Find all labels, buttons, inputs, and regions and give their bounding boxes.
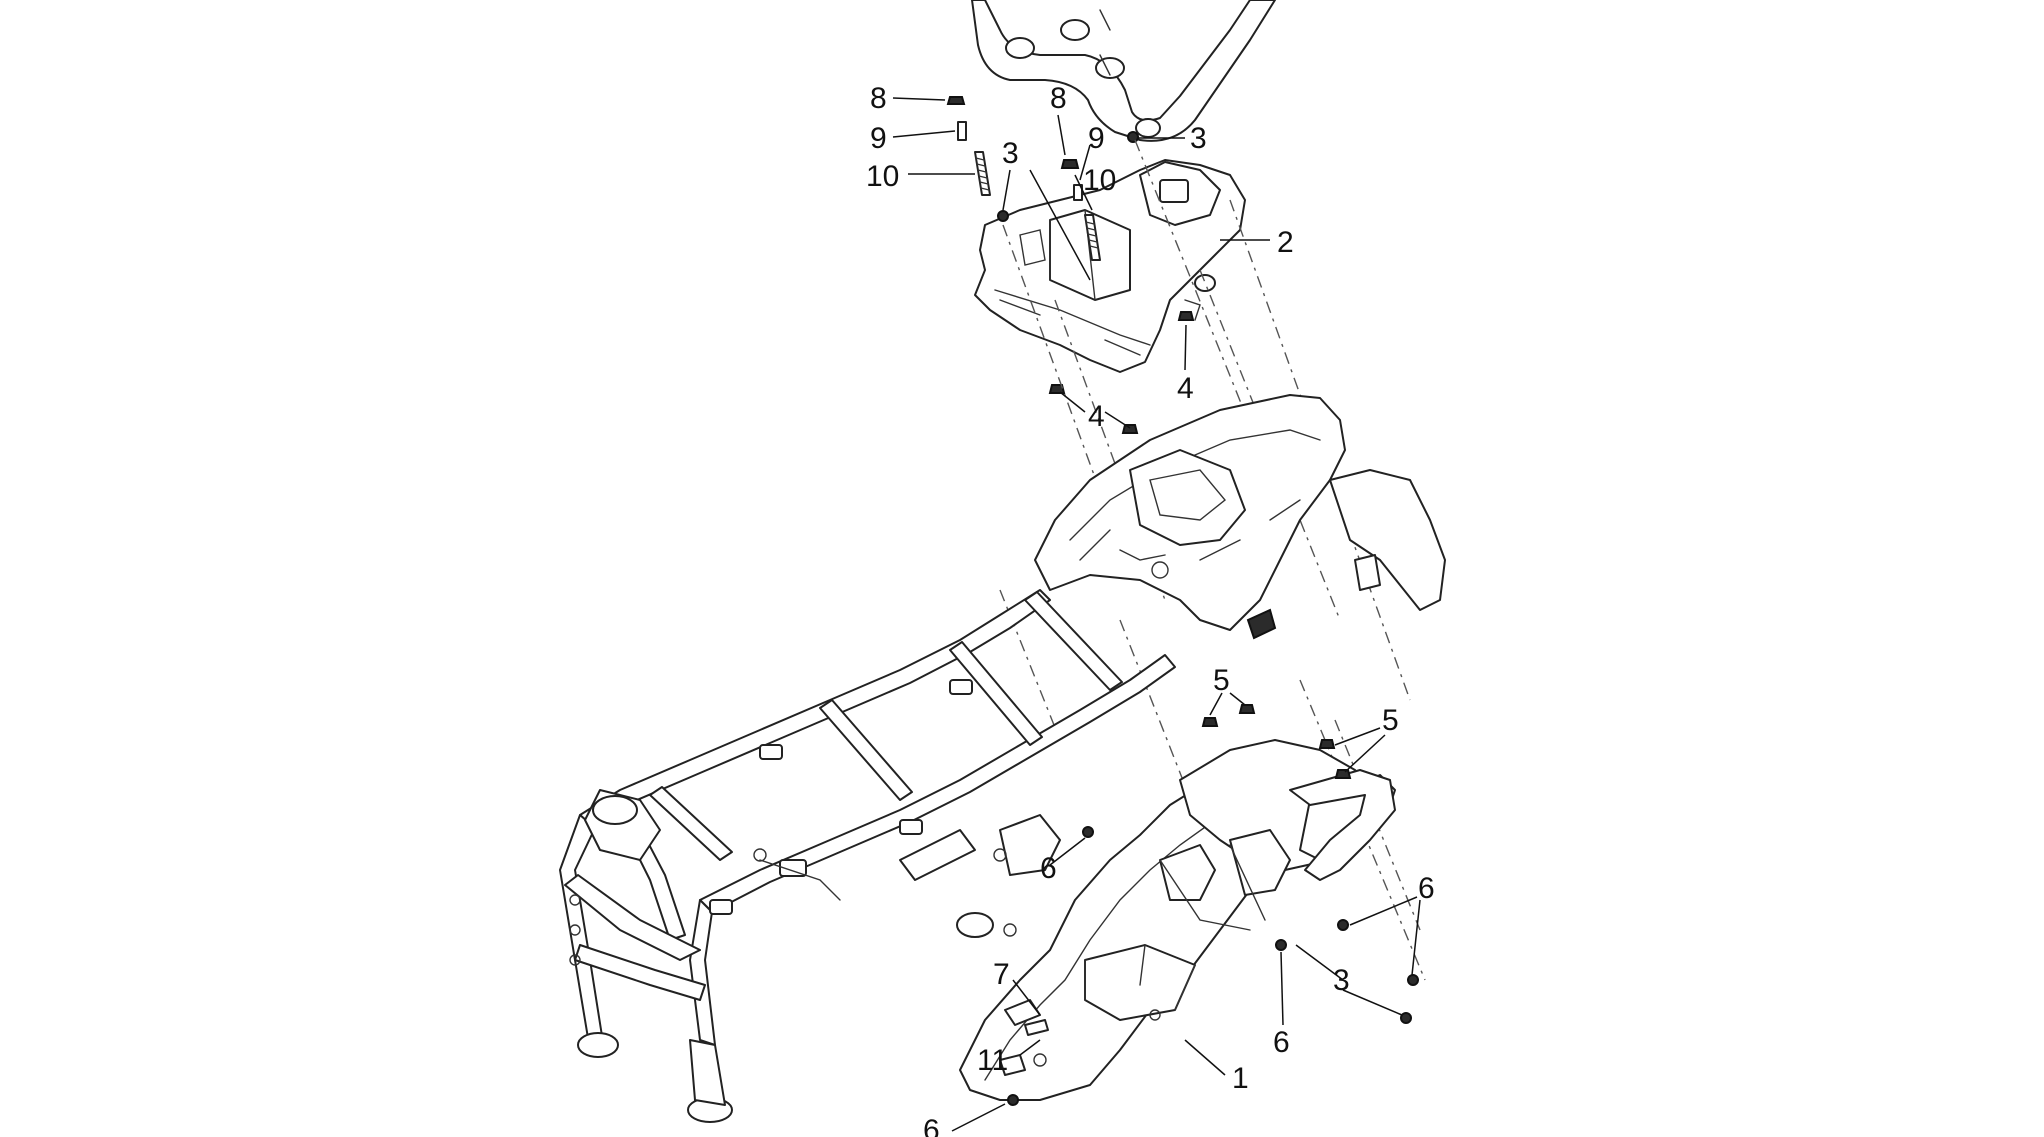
callout-2: 2 — [1277, 226, 1294, 259]
callout-6a: 6 — [1040, 852, 1057, 885]
clip-4b — [1121, 424, 1139, 434]
callout-1: 1 — [1232, 1062, 1249, 1095]
callout-6c: 6 — [1273, 1026, 1290, 1059]
nut-6a — [1082, 826, 1094, 838]
clip-4c — [1177, 311, 1195, 321]
nut-6e — [1007, 1094, 1019, 1106]
callout-3c: 3 — [1333, 964, 1350, 997]
fasteners-upper — [946, 96, 1195, 434]
clip-4a — [1048, 384, 1066, 394]
callout-4a: 4 — [1177, 372, 1194, 405]
clip-5b — [1238, 704, 1256, 714]
callout-4b: 4 — [1088, 400, 1105, 433]
nut-3c — [1400, 1012, 1412, 1024]
callout-8a: 8 — [870, 82, 887, 115]
callout-7: 7 — [993, 958, 1010, 991]
clip-5d — [1334, 769, 1352, 779]
callout-5a: 5 — [1213, 664, 1230, 697]
callout-11: 11 — [977, 1044, 1008, 1077]
fasteners-lower — [1007, 704, 1419, 1106]
screw-10b — [1084, 214, 1101, 261]
callout-9b: 9 — [1088, 122, 1105, 155]
spacer-9a — [957, 121, 967, 141]
callout-3b: 3 — [1190, 122, 1207, 155]
callout-labels: 8 9 10 8 9 10 3 3 2 4 4 5 5 6 6 6 6 3 7 … — [866, 82, 1435, 1137]
clip-5c — [1318, 739, 1336, 749]
nut-6d — [1275, 939, 1287, 951]
callout-6b: 6 — [1418, 872, 1435, 905]
callout-10b: 10 — [1083, 164, 1116, 197]
grab-handle — [971, 0, 1276, 142]
callout-leaders — [892, 97, 1421, 1132]
part-2-upper-tray — [974, 159, 1246, 373]
callout-8b: 8 — [1050, 82, 1067, 115]
clip-5a — [1201, 717, 1219, 727]
main-frame — [559, 589, 1176, 1123]
nut-6b — [1337, 919, 1349, 931]
callout-5b: 5 — [1382, 704, 1399, 737]
nut-6c — [1407, 974, 1419, 986]
screw-11 — [1024, 1019, 1049, 1036]
callout-3a: 3 — [1002, 137, 1019, 170]
callout-9a: 9 — [870, 122, 887, 155]
nut-3b — [1127, 131, 1139, 143]
callout-10a: 10 — [866, 160, 899, 193]
clip-nut-8b — [1060, 159, 1080, 169]
tail-body-panels — [1034, 394, 1446, 640]
callout-6d: 6 — [923, 1114, 940, 1137]
part-1-undertray — [959, 739, 1396, 1101]
nut-3a — [997, 210, 1009, 222]
clip-nut-8a — [946, 96, 966, 105]
